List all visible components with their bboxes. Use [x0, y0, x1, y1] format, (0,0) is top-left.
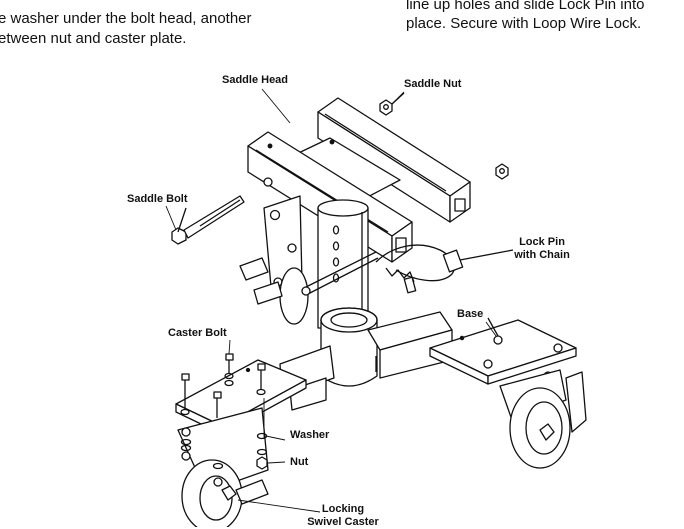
- base-arm-right: [367, 311, 587, 469]
- leader-lines: [165, 88, 497, 513]
- label-lock-pin-line-2: with Chain: [514, 249, 570, 261]
- saddle-bolt: [171, 195, 245, 245]
- label-lock-pin: Lock Pin with Chain: [508, 236, 576, 262]
- label-caster-bolt: Caster Bolt: [168, 327, 227, 339]
- base-socket: [320, 307, 378, 387]
- washers-nuts: [180, 432, 268, 470]
- base-arm-left: [175, 345, 335, 527]
- saddle-nut-parts: [379, 92, 509, 180]
- label-saddle-nut: Saddle Nut: [404, 78, 462, 90]
- label-locking-caster-line-2: Swivel Caster: [307, 516, 379, 528]
- instruction-right-line-2: place. Secure with Loop Wire Lock.: [406, 15, 642, 32]
- label-nut: Nut: [290, 456, 309, 468]
- label-washer: Washer: [290, 429, 330, 441]
- label-lock-pin-line-1: Lock Pin: [519, 236, 565, 248]
- rear-caster: [239, 195, 309, 325]
- label-base: Base: [457, 308, 484, 320]
- instruction-left-line-2: etween nut and caster plate.: [0, 30, 187, 47]
- instruction-left-line-1: e washer under the bolt head, another: [0, 10, 252, 27]
- label-locking-caster-line-1: Locking: [321, 503, 365, 515]
- label-saddle-bolt: Saddle Bolt: [127, 193, 188, 205]
- caster-bolts: [180, 353, 266, 418]
- lock-pin: [301, 244, 514, 296]
- label-saddle-head: Saddle Head: [222, 74, 289, 86]
- instruction-right-line-1: line up holes and slide Lock Pin into: [406, 0, 645, 13]
- label-locking-swivel-caster: Locking Swivel Caster: [300, 503, 386, 529]
